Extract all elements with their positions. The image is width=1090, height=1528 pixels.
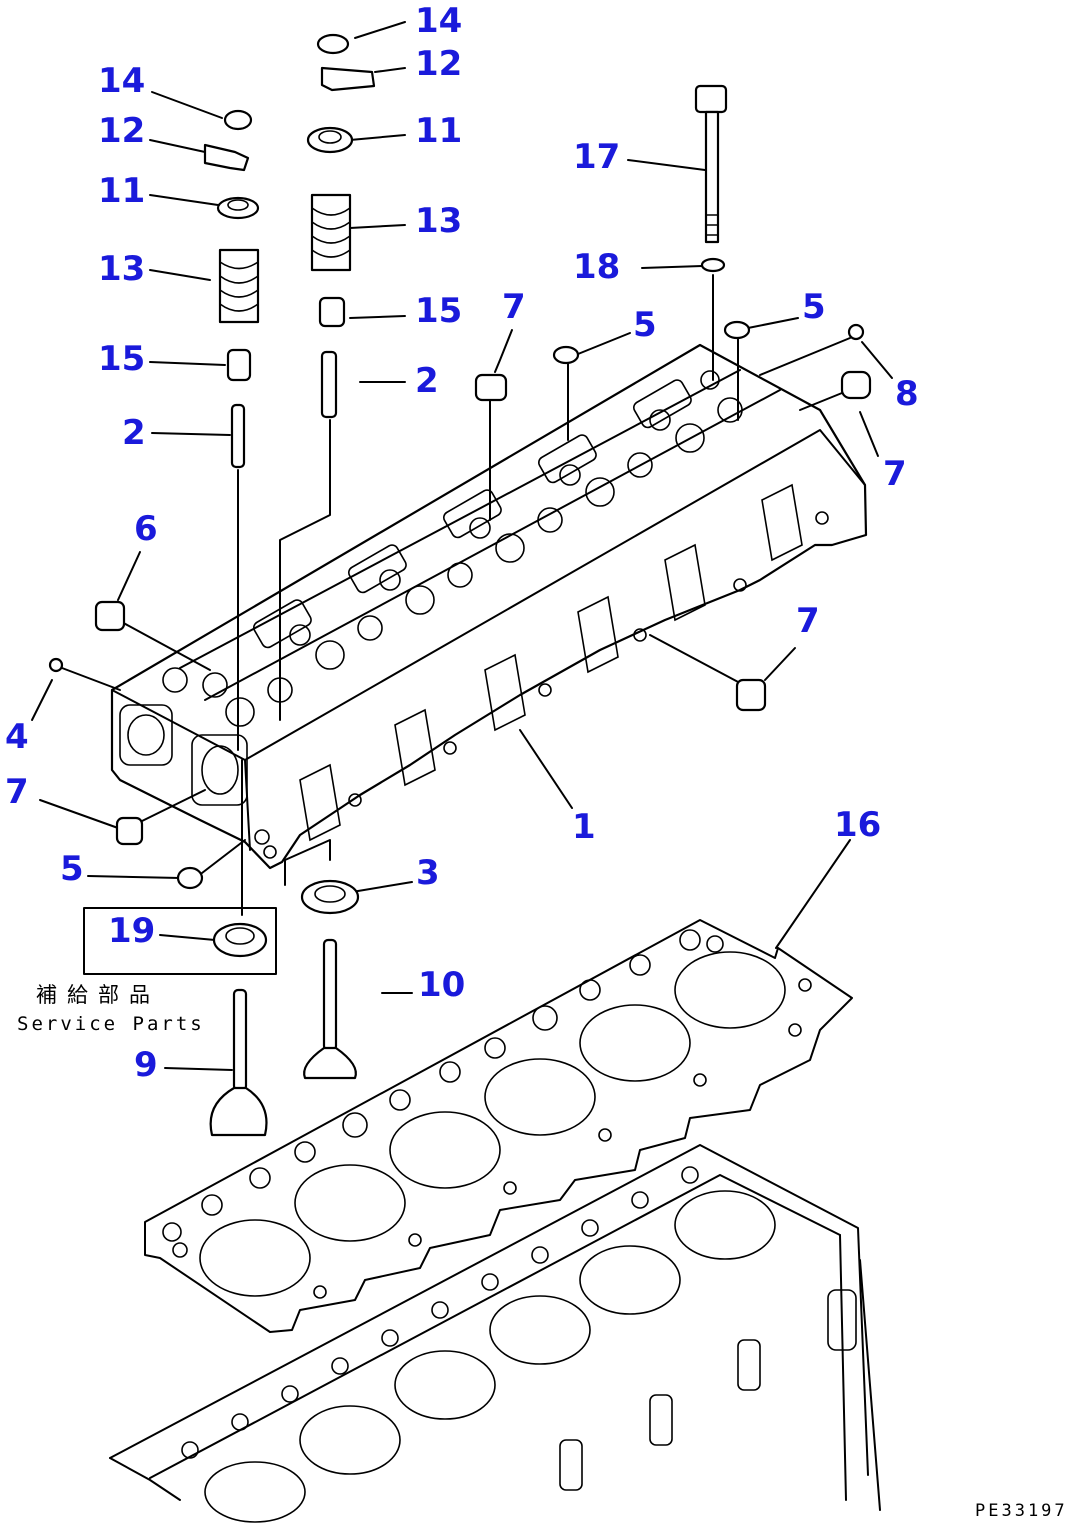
callout-18: 18: [573, 247, 620, 287]
plug-4: [48, 657, 64, 673]
plug-top-5b: [723, 320, 751, 340]
callout-5-top-a: 5: [633, 305, 657, 345]
plug-top-7: [474, 373, 508, 402]
callout-1: 1: [572, 807, 596, 847]
cylinder-block: [109, 1144, 881, 1523]
leader-lines: [31, 21, 893, 1071]
keeper-cap-right: [316, 33, 350, 55]
callout-2-right: 2: [415, 361, 439, 401]
callout-11-right: 11: [415, 111, 462, 151]
callout-5-left: 5: [60, 849, 84, 889]
head-bolt: [694, 84, 728, 244]
service-parts-en: Service Parts: [17, 1013, 205, 1035]
callout-10: 10: [418, 965, 465, 1005]
drawing-code: PE33197: [975, 1501, 1068, 1521]
service-seat-ring: [212, 922, 268, 958]
cylinder-head: [110, 343, 868, 870]
callout-6: 6: [134, 509, 158, 549]
exhaust-valve: [303, 938, 357, 1080]
callout-7-left: 7: [5, 772, 29, 812]
seal-right: [318, 296, 346, 328]
callout-13-right: 13: [415, 201, 462, 241]
cotter-right: [320, 66, 376, 92]
plug-6: [94, 600, 126, 632]
callout-2-left: 2: [122, 413, 146, 453]
callout-14-right: 14: [415, 1, 462, 41]
guide-right: [320, 350, 338, 419]
callout-8: 8: [895, 374, 919, 414]
callout-labels: 14 12 11 13 15 2 14 12 11 13 15 2 17 18 …: [5, 1, 919, 1085]
intake-valve: [209, 988, 268, 1137]
spring-left: [218, 248, 260, 324]
guide-left: [230, 403, 246, 469]
plug-left-7: [115, 816, 144, 846]
valve-seat: [300, 879, 360, 915]
plug-lower-7: [735, 678, 767, 712]
callout-9: 9: [134, 1045, 158, 1085]
callout-15-left: 15: [98, 339, 145, 379]
keeper-cap-left: [223, 109, 253, 131]
plug-8: [847, 323, 865, 341]
retainer-right: [306, 126, 354, 154]
seal-left: [226, 348, 252, 382]
valve-parts: [48, 33, 872, 1137]
callout-14-left: 14: [98, 61, 145, 101]
head-gasket: [144, 919, 853, 1333]
callout-15-right: 15: [415, 291, 462, 331]
spring-right: [310, 193, 352, 272]
callout-7-top: 7: [502, 287, 526, 327]
plug-top-5a: [552, 345, 580, 365]
callout-12-left: 12: [98, 111, 145, 151]
washer: [700, 257, 726, 273]
callout-17: 17: [573, 137, 620, 177]
service-parts-jp: 補給部品: [36, 983, 160, 1007]
service-part-frame: [83, 907, 277, 975]
callout-12-right: 12: [415, 44, 462, 84]
plug-left-5: [176, 866, 204, 890]
callout-13-left: 13: [98, 249, 145, 289]
callout-3: 3: [416, 853, 440, 893]
plug-right-7: [840, 370, 872, 400]
callout-5-top-b: 5: [802, 287, 826, 327]
callout-16: 16: [834, 805, 881, 845]
callout-7-right-lower: 7: [796, 601, 820, 641]
callout-4: 4: [5, 717, 29, 757]
cotter-left: [203, 143, 250, 172]
callout-19: 19: [108, 911, 155, 951]
retainer-left: [216, 196, 260, 220]
callout-11-left: 11: [98, 171, 145, 211]
callout-7-right-upper: 7: [883, 454, 907, 494]
